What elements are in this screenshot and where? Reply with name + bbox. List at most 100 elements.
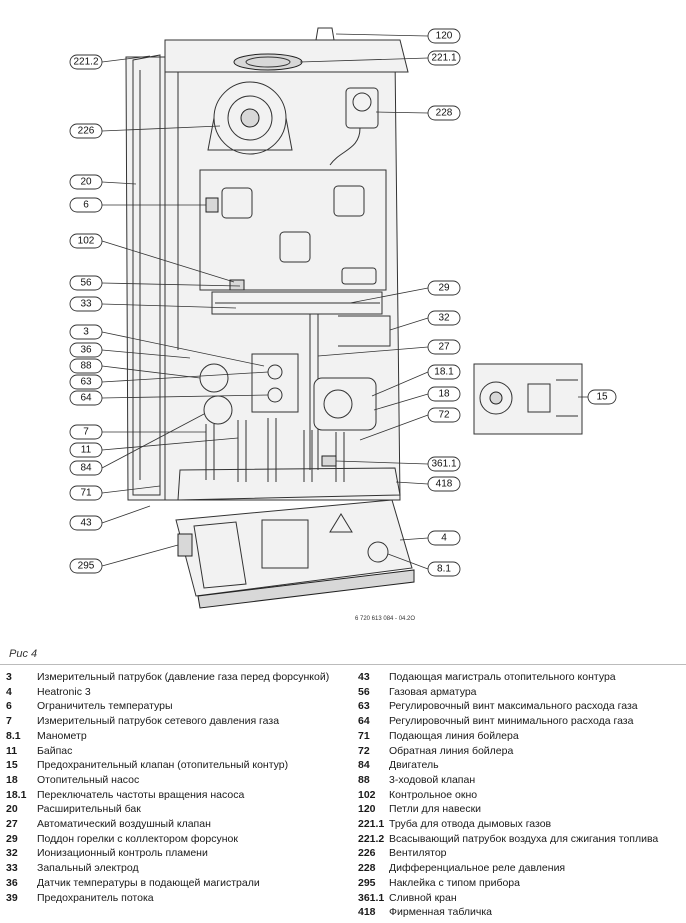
legend-text: Ионизационный контроль пламени: [37, 847, 208, 860]
legend-number: 29: [6, 832, 18, 845]
svg-text:36: 36: [80, 345, 92, 356]
legend-number: 33: [6, 862, 18, 875]
svg-text:43: 43: [80, 518, 92, 529]
legend-number: 295: [358, 876, 376, 889]
callout-418: 418: [427, 476, 461, 492]
svg-text:8.1: 8.1: [437, 564, 451, 575]
legend-text: Контрольное окно: [389, 788, 478, 801]
callout-221-2: 221.2: [69, 54, 103, 70]
svg-text:7: 7: [83, 427, 89, 438]
legend-text: Предохранительный клапан (отопительный к…: [37, 759, 289, 772]
legend-number: 63: [358, 700, 370, 713]
legend-number: 20: [6, 803, 18, 816]
svg-text:88: 88: [80, 361, 92, 372]
callout-64: 64: [69, 390, 103, 406]
boiler-diagram: 120 221.2 221.1 228 226 20 6 102 56 29 3…: [69, 27, 617, 622]
svg-text:221.2: 221.2: [73, 57, 98, 68]
callout-4: 4: [427, 530, 461, 546]
legend-text: Вентилятор: [389, 847, 447, 860]
legend-item: 4 Heatronic 3: [6, 685, 331, 700]
legend-text: Дифференциальное реле давления: [389, 862, 566, 875]
legend-text: Переключатель частоты вращения насоса: [37, 788, 245, 801]
legend-number: 43: [358, 671, 370, 683]
svg-text:32: 32: [438, 313, 450, 324]
legend-text: Heatronic 3: [37, 685, 91, 698]
callout-71: 71: [69, 485, 103, 501]
callout-102: 102: [69, 233, 103, 249]
legend-number: 228: [358, 862, 376, 875]
legend-number: 120: [358, 803, 376, 816]
callout-84: 84: [69, 460, 103, 476]
svg-text:228: 228: [436, 108, 453, 119]
legend-text: Измерительный патрубок (давление газа пе…: [37, 671, 330, 683]
leader-lines: [101, 33, 588, 570]
svg-text:56: 56: [80, 278, 92, 289]
svg-text:4: 4: [441, 533, 447, 544]
callout-228: 228: [427, 105, 461, 121]
figure-caption: Рис 4: [9, 648, 38, 660]
legend-number: 8.1: [6, 729, 21, 742]
boiler-drawing: [125, 27, 583, 609]
svg-text:3: 3: [83, 327, 89, 338]
legend-number: 36: [6, 876, 18, 889]
svg-text:361.1: 361.1: [431, 459, 456, 470]
svg-text:11: 11: [81, 445, 92, 456]
callout-8-1: 8.1: [427, 561, 461, 577]
callout-32: 32: [427, 310, 461, 326]
legend-text: Двигатель: [389, 759, 439, 772]
legend-number: 3: [6, 671, 12, 683]
legend-number: 226: [358, 847, 376, 860]
legend-left: 3 Измерительный патрубок (давление газа п…: [6, 670, 331, 905]
callout-20: 20: [69, 174, 103, 190]
svg-text:226: 226: [78, 126, 95, 137]
legend-number: 4: [6, 685, 12, 698]
legend-number: 11: [6, 744, 18, 757]
legend-number: 18: [6, 773, 18, 786]
callout-3: 3: [69, 324, 103, 340]
callout-56: 56: [69, 275, 103, 291]
legend-text: Сливной кран: [389, 891, 457, 904]
callout-18: 18: [427, 386, 461, 402]
legend-number: 64: [358, 715, 370, 728]
legend-number: 18.1: [6, 788, 27, 801]
legend-text: Автоматический воздушный клапан: [37, 818, 211, 831]
callout-221-1: 221.1: [427, 50, 461, 66]
legend-text: Датчик температуры в подающей магистрали: [37, 876, 260, 889]
svg-text:63: 63: [80, 377, 92, 388]
callout-63: 63: [69, 374, 103, 390]
callout-29: 29: [427, 280, 461, 296]
legend-number: 32: [6, 847, 18, 860]
legend-number: 418: [358, 906, 376, 919]
legend-text: Измерительный патрубок сетевого давления…: [37, 715, 280, 728]
callout-11: 11: [69, 442, 103, 458]
callout-43: 43: [69, 515, 103, 531]
legend-number: 221.1: [358, 818, 385, 831]
svg-text:102: 102: [78, 236, 95, 247]
callout-6: 6: [69, 197, 103, 213]
legend-text: Подающая линия бойлера: [389, 729, 519, 742]
legend-item: 32 Ионизационный контроль пламени: [6, 846, 331, 861]
svg-text:33: 33: [80, 299, 92, 310]
callout-226: 226: [69, 123, 103, 139]
callout-27: 27: [427, 339, 461, 355]
svg-text:72: 72: [438, 410, 450, 421]
legend-text: Подающая магистраль отопительного контур…: [389, 671, 616, 683]
callout-18-1: 18.1: [427, 364, 461, 380]
legend-item: 18.1 Переключатель частоты вращения насос…: [6, 788, 331, 803]
legend-item: 36 Датчик температуры в подающей магистра…: [6, 876, 331, 891]
callout-33: 33: [69, 296, 103, 312]
legend-right: 43 Подающая магистраль отопительного конт…: [358, 670, 683, 920]
legend-text: Манометр: [37, 729, 87, 742]
